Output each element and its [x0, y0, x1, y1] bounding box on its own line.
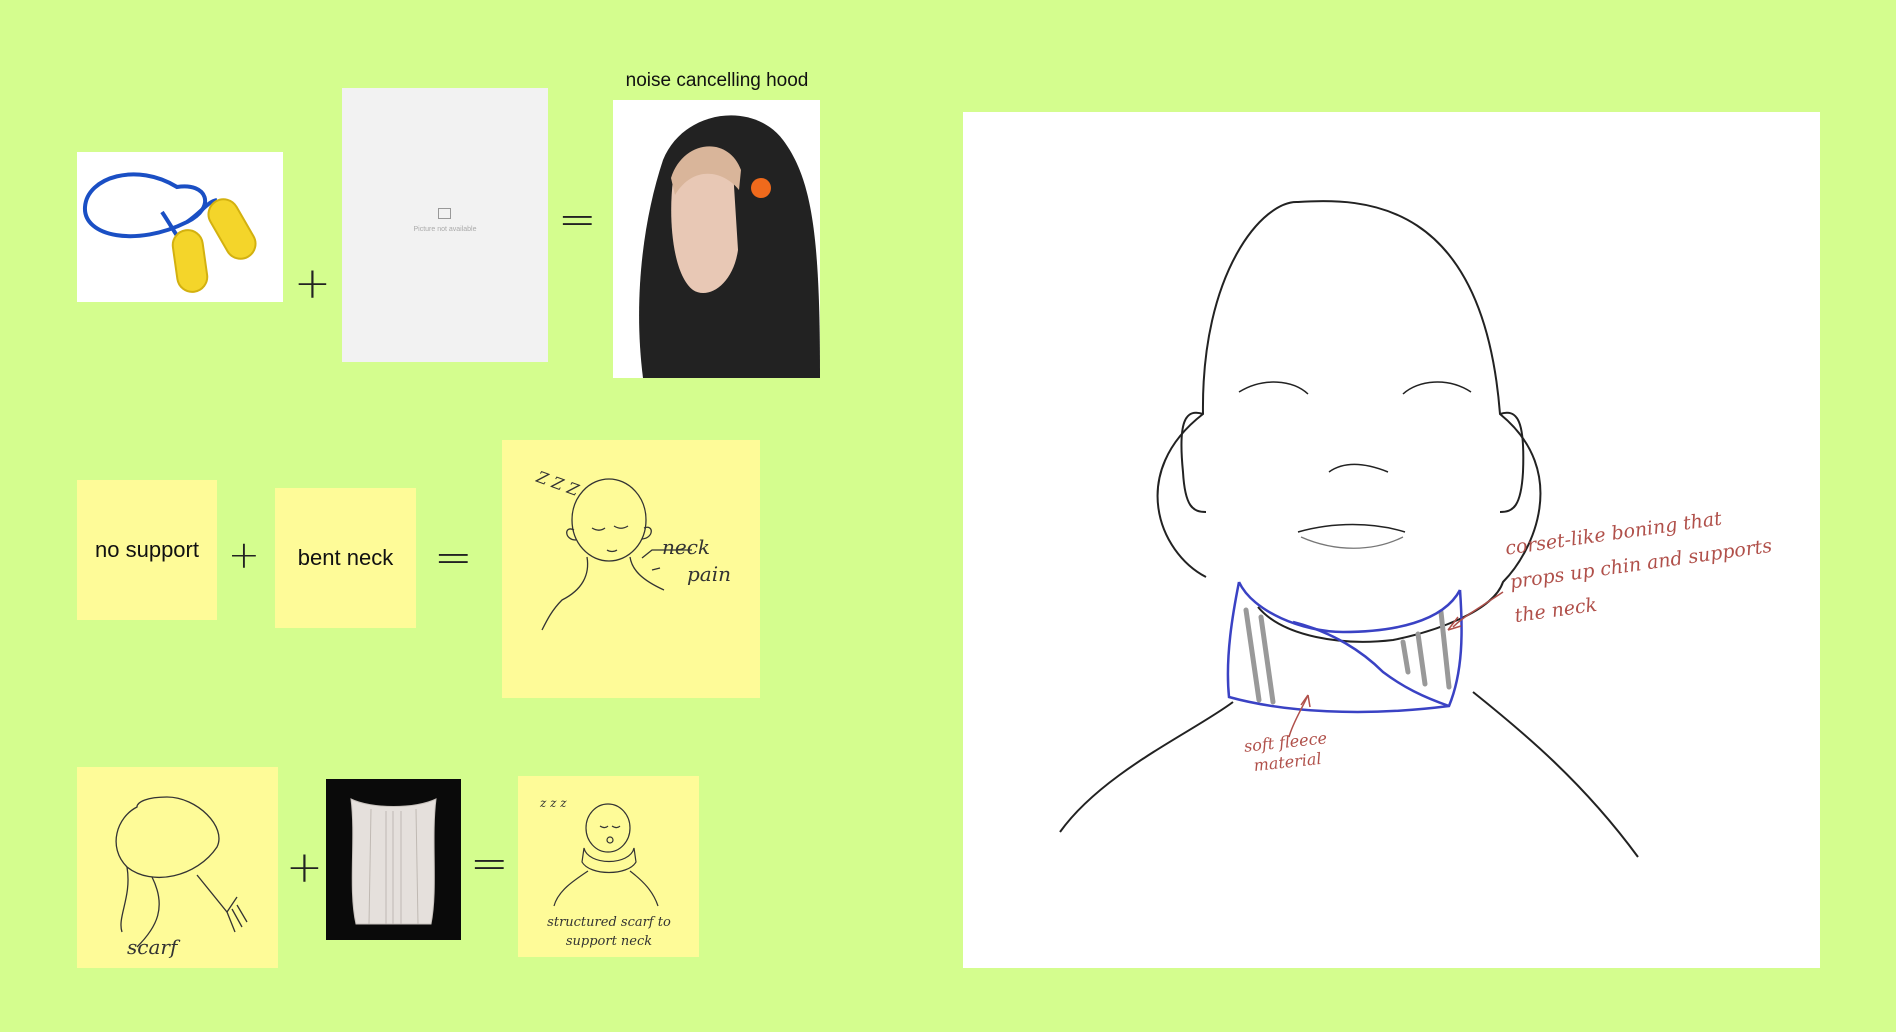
- hood-label: noise cancelling hood: [625, 70, 809, 91]
- sketch-label-pain: pain: [687, 562, 732, 586]
- sketch-caption-line: support neck: [565, 934, 653, 949]
- image-broken-icon: [438, 208, 451, 219]
- equals-sign: =: [558, 192, 597, 246]
- plus-sign: +: [294, 258, 331, 309]
- hood-photo[interactable]: [613, 100, 820, 378]
- sketch-caption-line: structured scarf to: [547, 915, 671, 930]
- scarf-label: scarf: [127, 935, 178, 959]
- head-and-collar-drawing: [1059, 200, 1639, 858]
- neck-support-design-sketch[interactable]: corset-like boning that props up chin an…: [963, 112, 1820, 968]
- sketch-caption: structured scarf to support neck: [524, 913, 694, 951]
- image-placeholder[interactable]: Picture not available: [342, 88, 548, 362]
- hooded-person-illustration: [639, 115, 820, 378]
- sleeping-person-sketch: [541, 478, 692, 631]
- equals-sign: =: [434, 530, 473, 584]
- sticky-note-no-support[interactable]: no support: [77, 480, 217, 620]
- sticky-note-scarf-sketch[interactable]: scarf: [77, 767, 278, 968]
- plus-sign: +: [286, 842, 323, 893]
- earplugs-illustration: [82, 172, 257, 293]
- sticky-note-structured-scarf-sketch[interactable]: z z z structured scarf to support neck: [518, 776, 699, 957]
- placeholder-text: Picture not available: [413, 226, 477, 233]
- sticky-note-text: bent neck: [297, 545, 394, 570]
- corset-illustration: [350, 798, 437, 925]
- equals-sign: =: [470, 836, 509, 890]
- plus-sign: +: [228, 533, 260, 577]
- sketch-zzz: z z z: [540, 796, 567, 810]
- person-with-scarf-sketch: [553, 803, 659, 907]
- earplugs-image[interactable]: [77, 152, 283, 302]
- sticky-note-text: no support: [95, 537, 199, 562]
- sticky-note-neck-pain-sketch[interactable]: Z Z Z neck pain: [502, 440, 760, 698]
- scarf-sketch: [115, 796, 248, 948]
- sticky-note-bent-neck[interactable]: bent neck: [275, 488, 416, 628]
- corset-photo[interactable]: [326, 779, 461, 940]
- sketch-label-neck: neck: [662, 535, 711, 559]
